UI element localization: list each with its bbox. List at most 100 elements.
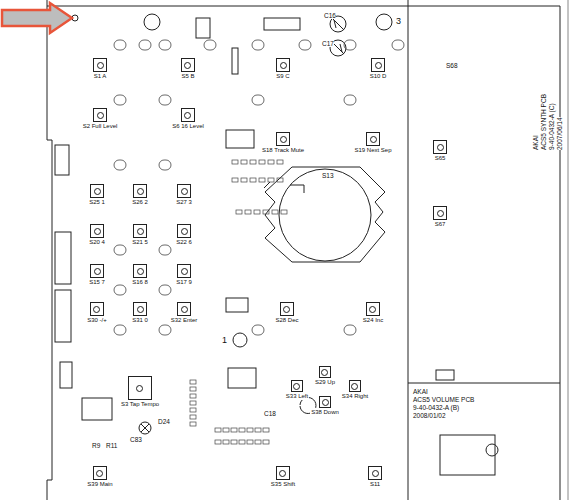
board-marking: AKAI: [532, 135, 539, 150]
board-marking: 2008/01/02: [413, 412, 446, 419]
mount-hole: [144, 14, 160, 30]
switch-footprint: [177, 302, 191, 316]
switch-label: S67: [434, 220, 447, 228]
switch-pad: S28 Dec: [274, 302, 299, 324]
switch-center: [184, 112, 191, 119]
switch-label: S34 Right: [341, 392, 369, 400]
switch-label: S28 Dec: [274, 316, 299, 324]
board-edge: [47, 0, 52, 500]
part-label: C17: [322, 40, 334, 47]
part-label: C83: [130, 436, 142, 443]
smd-part: [263, 210, 269, 214]
connector: [440, 435, 495, 475]
switch-footprint: [371, 58, 385, 72]
smd-part: [255, 428, 261, 432]
switch-pad: S16 8: [131, 264, 149, 286]
board-marking: AKAI: [413, 388, 428, 395]
switch-label: S18 Track Mute: [261, 146, 305, 154]
switch-label: S19 Next Sep: [353, 146, 392, 154]
connector: [60, 362, 72, 388]
smd-part: [277, 160, 283, 164]
ic-chip: [228, 368, 256, 388]
led-symbol: [486, 444, 498, 456]
switch-footprint: [349, 380, 361, 392]
switch-pad: S22 6: [175, 224, 193, 246]
switch-label: S29 Up: [314, 378, 336, 386]
switch-pad: S1 A: [93, 58, 108, 80]
switch-center: [97, 112, 104, 119]
connector: [55, 232, 71, 284]
switch-footprint: [177, 264, 191, 278]
switch-center: [94, 188, 101, 195]
smd-part: [236, 210, 242, 214]
switch-footprint: [366, 302, 380, 316]
part-label: C16: [324, 12, 336, 19]
switch-center: [96, 470, 103, 477]
smd-part: [255, 440, 261, 444]
switch-pad: S20 4: [88, 224, 106, 246]
oval-slot: [252, 40, 264, 50]
smd-part: [263, 428, 269, 432]
oval-slot: [299, 40, 311, 50]
switch-footprint: [90, 264, 104, 278]
switch-center: [181, 268, 188, 275]
oval-slot: [344, 95, 356, 105]
part-label: S13: [322, 172, 334, 179]
oval-slot: [114, 285, 126, 295]
switch-footprint: [276, 58, 290, 72]
switch-label: S25 1: [88, 198, 106, 206]
switch-center: [181, 188, 188, 195]
oval-slot: [139, 40, 151, 50]
oval-slot: [159, 95, 171, 105]
board-edge: [408, 6, 560, 500]
smd-part: [250, 160, 256, 164]
switch-pad: S27 3: [175, 184, 193, 206]
smd-part: [241, 178, 247, 182]
switch-footprint: [319, 366, 331, 378]
switch-center: [280, 136, 287, 143]
switch-pad: S17 9: [175, 264, 193, 286]
switch-label: S21 5: [131, 238, 149, 246]
smd-part: [223, 428, 229, 432]
mount-hole: [376, 14, 392, 30]
switch-center: [94, 268, 101, 275]
switch-center: [437, 144, 444, 151]
switch-label: S15 7: [88, 278, 106, 286]
switch-center: [293, 383, 300, 390]
smd-part: [259, 160, 265, 164]
oval-slot: [252, 95, 264, 105]
switch-center: [137, 228, 144, 235]
switch-label: S33 Left: [285, 392, 309, 400]
oval-slot: [204, 40, 216, 50]
switch-footprint: [93, 108, 107, 122]
switch-footprint: [181, 108, 195, 122]
silkscreen-mark: [264, 182, 304, 193]
board-marking: 9-40-0432-A (C): [548, 103, 555, 150]
switch-pad: S18 Track Mute: [261, 132, 305, 154]
switch-label: S24 Inc: [362, 316, 384, 324]
switch-center: [369, 306, 376, 313]
board-edge: [47, 6, 408, 7]
oval-slot: [252, 325, 264, 335]
part-label: R11: [106, 442, 117, 449]
board-marking: ACS5 SYNTH PCB: [540, 94, 547, 150]
switch-center: [283, 306, 290, 313]
switch-pad: S31 0: [131, 302, 149, 324]
switch-label: S32 Enter: [170, 316, 199, 324]
smd-part: [231, 428, 237, 432]
oval-slot: [114, 40, 126, 50]
connector: [55, 145, 69, 175]
slot-row: [114, 40, 404, 335]
board-edge: [408, 383, 560, 384]
switch-pad: S26 2: [131, 184, 149, 206]
led-hatching: [141, 424, 149, 432]
switch-pad: S9 C: [275, 58, 290, 80]
smd-part: [272, 210, 278, 214]
switch-footprint: [90, 224, 104, 238]
switch-center: [375, 62, 382, 69]
smd-part: [190, 408, 196, 412]
switch-footprint: [93, 466, 107, 480]
